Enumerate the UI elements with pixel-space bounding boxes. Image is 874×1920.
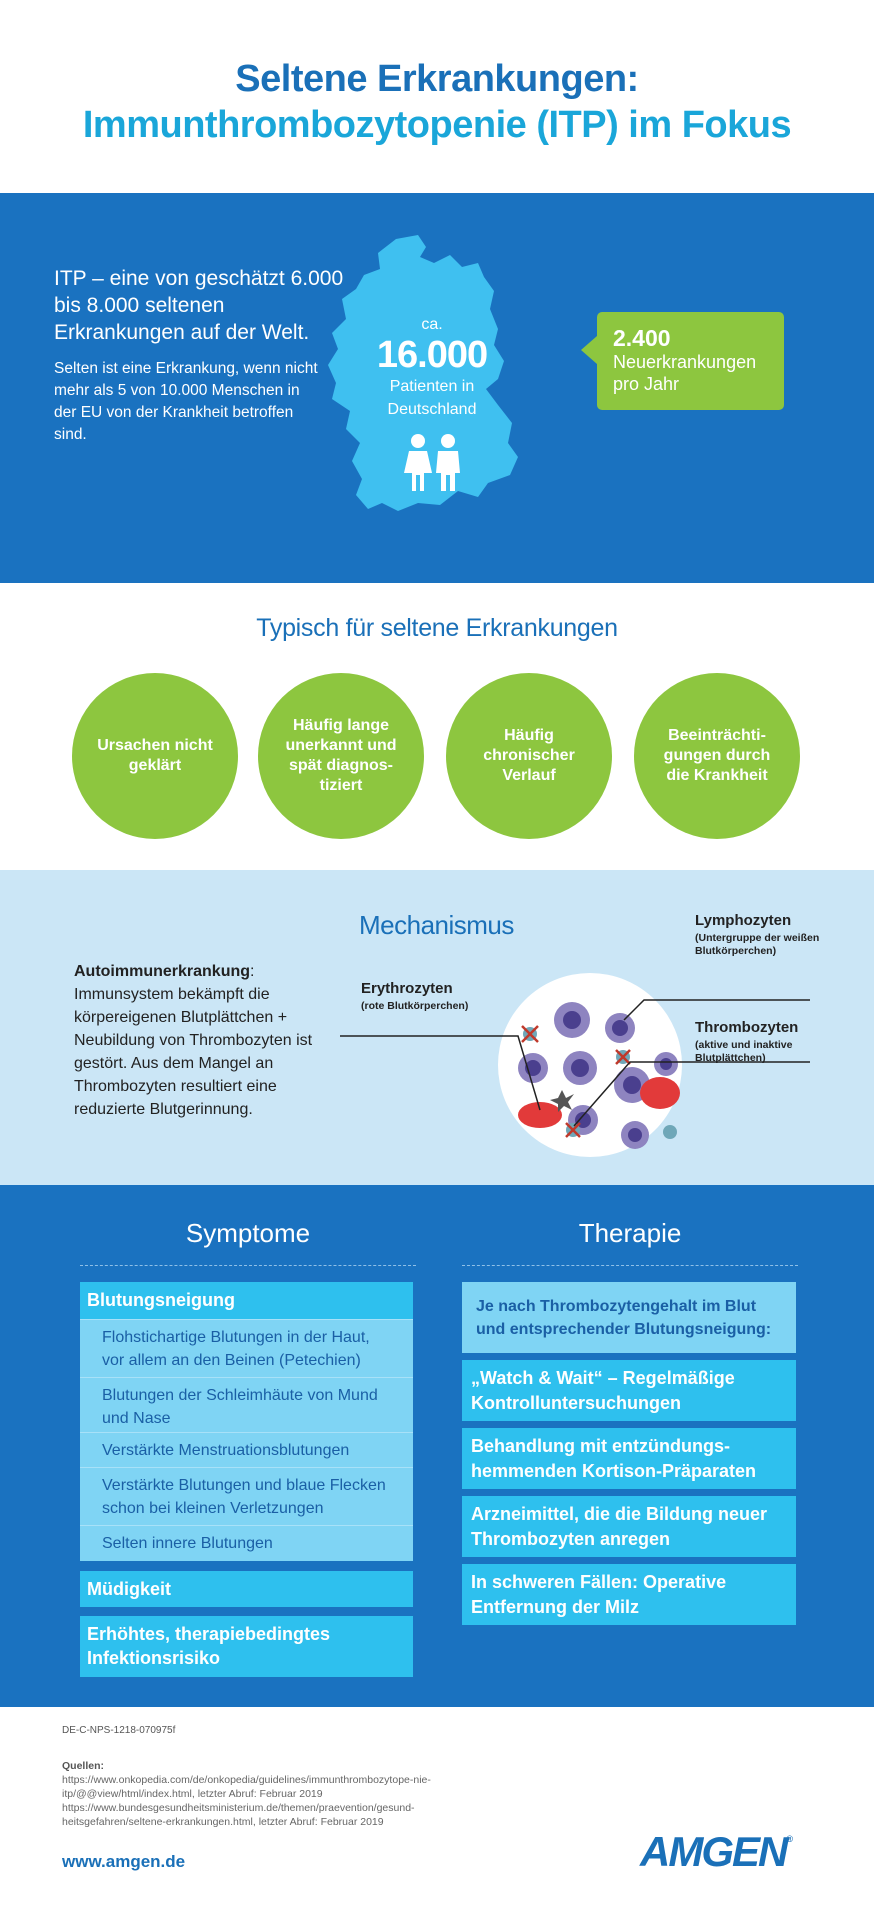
symptoms-therapy-section: Symptome Therapie Blutungsneigung Flohst… <box>0 1185 874 1707</box>
therapy-thrombopoietin: Arzneimittel, die die Bildung neuer Thro… <box>462 1496 796 1557</box>
autoimmune-body: : Immunsystem bekämpft die körpereigenen… <box>74 963 313 1118</box>
erythrocytes-sublabel: (rote Blutkörperchen) <box>361 1000 469 1012</box>
therapy-watch-wait: „Watch & Wait“ – Regelmäßige Kontrollunt… <box>462 1360 796 1421</box>
symptom-infection-risk: Erhöhtes, therapiebedingtes Infektionsri… <box>80 1616 413 1677</box>
blood-cells-illustration <box>340 973 810 1157</box>
symptoms-title: Symptome <box>185 1218 311 1248</box>
therapy-intro: Je nach Thrombozytengehalt im Blut und e… <box>462 1282 796 1353</box>
patients-label: Patienten in Deutschland <box>387 378 477 418</box>
therapy-splenectomy: In schweren Fällen: Operative Entfernung… <box>462 1564 796 1625</box>
mechanism-section: Mechanismus Autoimmunerkrankung: Immunsy… <box>0 870 874 1185</box>
itp-intro-text: ITP – eine von geschätzt 6.000 bis 8.000… <box>54 267 344 344</box>
erythrocytes-label: Erythrozyten <box>361 980 453 997</box>
new-cases-number: 2.400 <box>613 325 671 351</box>
sources: Quellen: https://www.onkopedia.com/de/on… <box>62 1759 452 1829</box>
intro-section: ITP – eine von geschätzt 6.000 bis 8.000… <box>0 193 874 583</box>
new-cases-box: 2.400 Neuerkrankungen pro Jahr <box>581 312 784 410</box>
new-cases-label: Neuerkrankungen pro Jahr <box>613 352 757 394</box>
symptoms-divider <box>80 1265 416 1266</box>
page-title-line2: Immunthrombozytopenie (ITP) im Fokus <box>82 104 792 146</box>
source-link[interactable]: https://www.bundesgesundheitsministerium… <box>62 1802 415 1828</box>
website-link[interactable]: www.amgen.de <box>62 1852 186 1871</box>
symptom-item: Flohstichartige Blutungen in der Haut, v… <box>80 1319 413 1377</box>
symptom-item: Selten innere Blutungen <box>80 1525 413 1561</box>
mechanism-title: Mechanismus <box>359 910 514 940</box>
source-link[interactable]: https://www.onkopedia.com/de/onkopedia/g… <box>62 1774 431 1800</box>
autoimmune-lead: Autoimmunerkrankung <box>74 963 251 980</box>
typical-title: Typisch für seltene Erkrankungen <box>256 614 618 642</box>
therapy-cortisone: Behandlung mit entzündungs-hemmenden Kor… <box>462 1428 796 1489</box>
rarity-definition-text: Selten ist eine Erkrankung, wenn nicht m… <box>54 360 318 443</box>
sources-heading: Quellen: <box>62 1760 105 1772</box>
lymphocytes-sublabel: (Untergruppe der weißen Blutkörperchen) <box>695 932 820 957</box>
therapy-divider <box>462 1265 798 1266</box>
patient-count: ca. 16.000 Patienten in Deutschland <box>372 316 492 421</box>
symptom-group-bleeding: Blutungsneigung <box>80 1282 413 1319</box>
patients-number: 16.000 <box>376 334 488 376</box>
symptom-item: Verstärkte Blutungen und blaue Flecken s… <box>80 1467 413 1525</box>
people-icon <box>404 434 460 491</box>
symptom-item: Blutungen der Schleimhäute von Mund und … <box>80 1377 413 1432</box>
typical-circle-impairment: Beeinträchti-gungen durch die Krankheit <box>634 673 800 839</box>
thrombocytes-sublabel: (aktive und inaktive Blutplättchen) <box>695 1039 793 1064</box>
lymphocytes-label: Lymphozyten <box>695 912 792 929</box>
symptom-fatigue: Müdigkeit <box>80 1571 413 1607</box>
logo-text: AMGEN <box>640 1828 788 1875</box>
autoimmune-text: Autoimmunerkrankung: Immunsystem bekämpf… <box>74 960 314 1121</box>
typical-circle-chronic: Häufig chronischer Verlauf <box>446 673 612 839</box>
typical-circle-diagnosis: Häufig lange unerkannt und spät diagnos-… <box>258 673 424 839</box>
registered-mark: ® <box>786 1834 793 1844</box>
symptom-item: Verstärkte Menstruationsblutungen <box>80 1432 413 1467</box>
document-code: DE-C-NPS-1218-070975f <box>62 1725 176 1736</box>
amgen-logo: AMGEN® <box>640 1828 793 1876</box>
germany-map-icon <box>328 235 518 511</box>
ca-prefix: ca. <box>421 316 443 333</box>
therapy-title: Therapie <box>578 1218 682 1248</box>
header: Seltene Erkrankungen: Immunthrombozytope… <box>0 0 874 193</box>
page-title-line1: Seltene Erkrankungen: <box>235 58 639 100</box>
typical-circle-causes: Ursachen nicht geklärt <box>72 673 238 839</box>
thrombocytes-label: Thrombozyten <box>695 1019 799 1036</box>
